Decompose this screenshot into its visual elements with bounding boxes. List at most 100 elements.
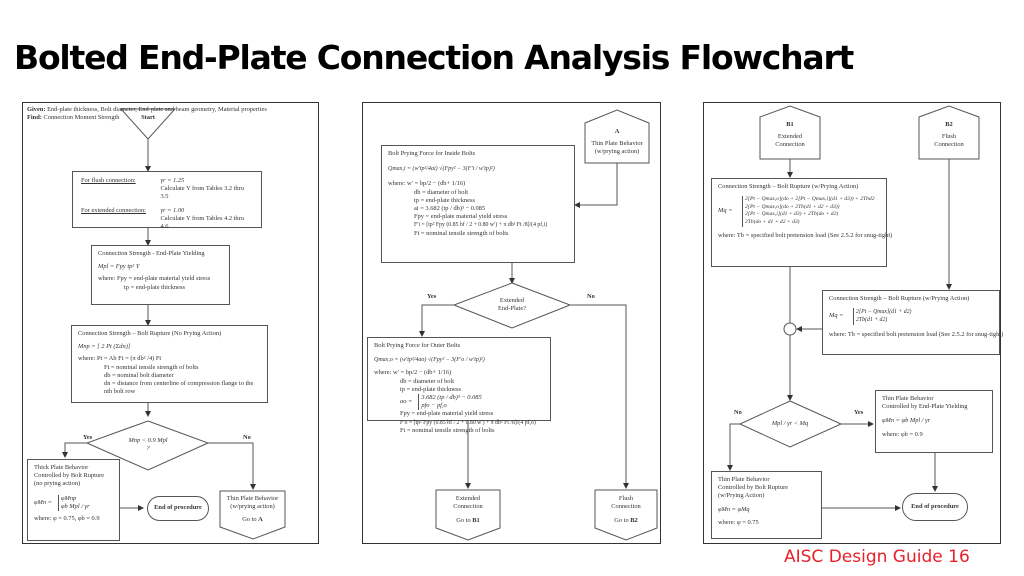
- yield-def-fpy: Fpy = end-plate material yield stress: [117, 275, 211, 283]
- thin-yield-where: where: φb = 0.9: [882, 430, 923, 438]
- where-label: where:: [388, 180, 406, 188]
- panel1-connectors: [62, 108, 286, 540]
- rupture-def-db: db = nominal bolt diameter: [104, 371, 174, 379]
- rupture-equation: Mnp = [ 2 Pt (Σdn)]: [78, 343, 131, 351]
- arrow-no-to-thin: [208, 442, 256, 490]
- offpage-connector-b1-in: [759, 105, 821, 160]
- outer-ao-option-a: 3.682 (tp / db)³ − 0.085: [421, 394, 482, 402]
- decision-text-extended: Extended End-Plate?: [485, 297, 539, 313]
- given-text: End-plate thickness, Bolt diameter, End-…: [47, 106, 267, 113]
- outer-def-tp: tp = end-plate thickness: [400, 385, 461, 393]
- where-label: where:: [374, 369, 392, 377]
- given-label: Given:: [27, 106, 46, 113]
- goto-target-b2: B2: [630, 517, 638, 525]
- inside-def-fpy: Fpy = end-plate material yield stress: [414, 213, 508, 221]
- offpage-connector-b1-out: [435, 489, 501, 541]
- outer-def-db: db = diameter of bolt: [400, 377, 455, 385]
- thick-title-1: Thick Plate Behavior: [34, 464, 89, 471]
- decision-condition: Mnp < 0.9 Mpl: [128, 437, 168, 444]
- thick-title-2: Controlled by Bolt Rupture: [34, 472, 105, 480]
- inside-def-w: w′ = bp/2 − (db+ 1/16): [407, 180, 466, 188]
- no-label: No: [734, 409, 742, 416]
- no-label: No: [587, 293, 595, 300]
- no-label: No: [243, 434, 251, 441]
- arrow-a-to-inside: [574, 163, 618, 208]
- goto-target-a: A: [258, 516, 263, 524]
- thick-eq-option-a: φMnp: [60, 494, 77, 502]
- thin-rupture-where: where: φ = 0.75: [718, 518, 759, 526]
- junction-circle: [783, 322, 797, 336]
- outer-title: Bolt Prying Force for Outer Bolts: [374, 342, 461, 349]
- bolt-rupture-no-prying-box: Connection Strength – Bolt Rupture (No P…: [71, 325, 268, 403]
- decision-line-2: End-Plate?: [497, 305, 527, 313]
- decision-text-mq: Mpl / γr < Mq: [771, 420, 809, 427]
- arrow-no-to-rupture: [727, 423, 740, 471]
- page-title: Bolted End-Plate Connection Analysis Flo…: [14, 38, 854, 77]
- ext-rupture-case-2: 2[Pt − Qmax,o](do + 2Tb(d1 + d2 + d3)): [745, 203, 840, 210]
- flush-goto-title-2: Connection: [611, 503, 641, 511]
- yes-label: Yes: [83, 434, 93, 441]
- ext-rupture-case-4: 2Tb(do + d1 + d2 + d3): [745, 218, 800, 225]
- inside-equation: Qmax,i = (w′tp²/4ai) √(Fpy² − 3(F′i / w′…: [388, 166, 495, 173]
- offpage-connector-a-in: [584, 109, 650, 164]
- connector-b2-title: Flush: [941, 133, 957, 141]
- ext-rupture-case-3: 2[Pt − Qmax,i](d1 + d3) + 2Tb(do + d2): [745, 211, 839, 218]
- ext-rupture-case-1: 2[Pt − Qmax,o](do + 2[Pt − Qmax,i](d1 + …: [745, 196, 875, 203]
- flush-calc: Calculate Y from Tables 3.2 thru 3.5: [160, 185, 244, 201]
- find-text: Connection Moment Strength: [43, 114, 120, 122]
- decision-diamond-mnp: [85, 420, 210, 471]
- flush-goto-b2: Flush Connection Go to B2: [595, 495, 657, 526]
- arrow-no-to-flush: [570, 304, 629, 489]
- connector-b1-title: Extended: [777, 133, 803, 141]
- thin-rupture-title-1: Thin Plate Behavior: [718, 476, 770, 483]
- thin-plate-bolt-rupture-box: Thin Plate Behavior Controlled by Bolt R…: [711, 471, 822, 539]
- flowchart-panel-a: A Thin Plate Behavior (w/prying action) …: [362, 102, 661, 544]
- ext-rupture-where: where: Tb = specified bolt pretension lo…: [718, 231, 893, 239]
- thin-goto-subtitle: (w/prying action): [230, 503, 275, 511]
- where-label: where:: [98, 275, 116, 283]
- connector-b1-text: B1 Extended Connection: [760, 121, 820, 150]
- decision-diamond-mq: [738, 400, 843, 448]
- decision-text-mnp: Mnp < 0.9 Mpl ?: [118, 437, 178, 453]
- connector-b1-label: B1: [786, 121, 794, 128]
- start-label: Start: [141, 114, 155, 121]
- outer-def-w: w′ = bp/2 − (db+ 1/16): [393, 369, 452, 377]
- arrow-yes-to-outer: [419, 304, 454, 337]
- thin-plate-goto-a: Thin Plate Behavior (w/prying action) Go…: [220, 495, 285, 525]
- thick-title-3: (no prying action): [34, 480, 81, 488]
- goto-text: Go to: [614, 517, 631, 525]
- inside-title: Bolt Prying Force for Inside Bolts: [388, 150, 476, 157]
- flush-gamma: γr = 1.25: [160, 177, 185, 184]
- extended-connection-label: For extended connection:: [81, 206, 146, 214]
- ext-rupture-title: Connection Strength – Bolt Rupture (w/Pr…: [718, 183, 859, 190]
- inside-def-fi: F′i = [tp² Fpy (0.85 bf / 2 + 0.80 w′) +…: [414, 222, 548, 229]
- ext-calc: Calculate Y from Tables 4.2 thru 4.6: [160, 214, 244, 231]
- thick-where: where: φ = 0.75, φb = 0.9: [34, 515, 100, 523]
- thin-rupture-title-2: Controlled by Bolt Rupture (w/Prying Act…: [718, 484, 789, 500]
- yes-label: Yes: [854, 409, 864, 416]
- connector-a-text: A Thin Plate Behavior (w/prying action): [585, 128, 649, 157]
- connector-b2-subtitle: Connection: [934, 141, 964, 149]
- flush-rupture-case-2: 2Tb(d1 + d2): [856, 317, 888, 324]
- end-of-procedure-terminal: End of procedure: [902, 493, 968, 521]
- offpage-connector-b2-out: [594, 489, 658, 541]
- yes-label: Yes: [427, 293, 437, 300]
- flush-rupture-title: Connection Strength – Bolt Rupture (w/Pr…: [829, 295, 970, 302]
- given-find-text: Given: End-plate thickness, Bolt diamete…: [27, 106, 312, 122]
- thin-goto-title: Thin Plate Behavior: [226, 495, 279, 502]
- decision-question: ?: [146, 445, 150, 453]
- end-plate-yielding-box: Connection Strength - End-Plate Yielding…: [91, 245, 230, 305]
- rupture-def-dn: dn = distance from centerline of compres…: [104, 380, 254, 396]
- connector-b1-subtitle: Connection: [775, 141, 805, 149]
- flush-rupture-case-1: 2[Pt − Qmax](d1 + d2): [856, 309, 912, 316]
- goto-text: Go to: [242, 516, 259, 524]
- rupture-def-ft: Ft = nominal tensile strength of bolts: [104, 363, 199, 371]
- decision-diamond-extended: [452, 282, 572, 329]
- rupture-def-pt: Pt = Ab Ft = (π db² /4) Ft: [97, 355, 162, 363]
- source-citation: AISC Design Guide 16: [784, 547, 970, 567]
- offpage-connector-b2-in: [918, 105, 980, 160]
- prying-force-inside-bolts-box: Bolt Prying Force for Inside Bolts Qmax,…: [381, 145, 575, 263]
- yield-equation: Mpl = Fpy tp² Y: [98, 263, 140, 271]
- start-triangle: [119, 108, 177, 140]
